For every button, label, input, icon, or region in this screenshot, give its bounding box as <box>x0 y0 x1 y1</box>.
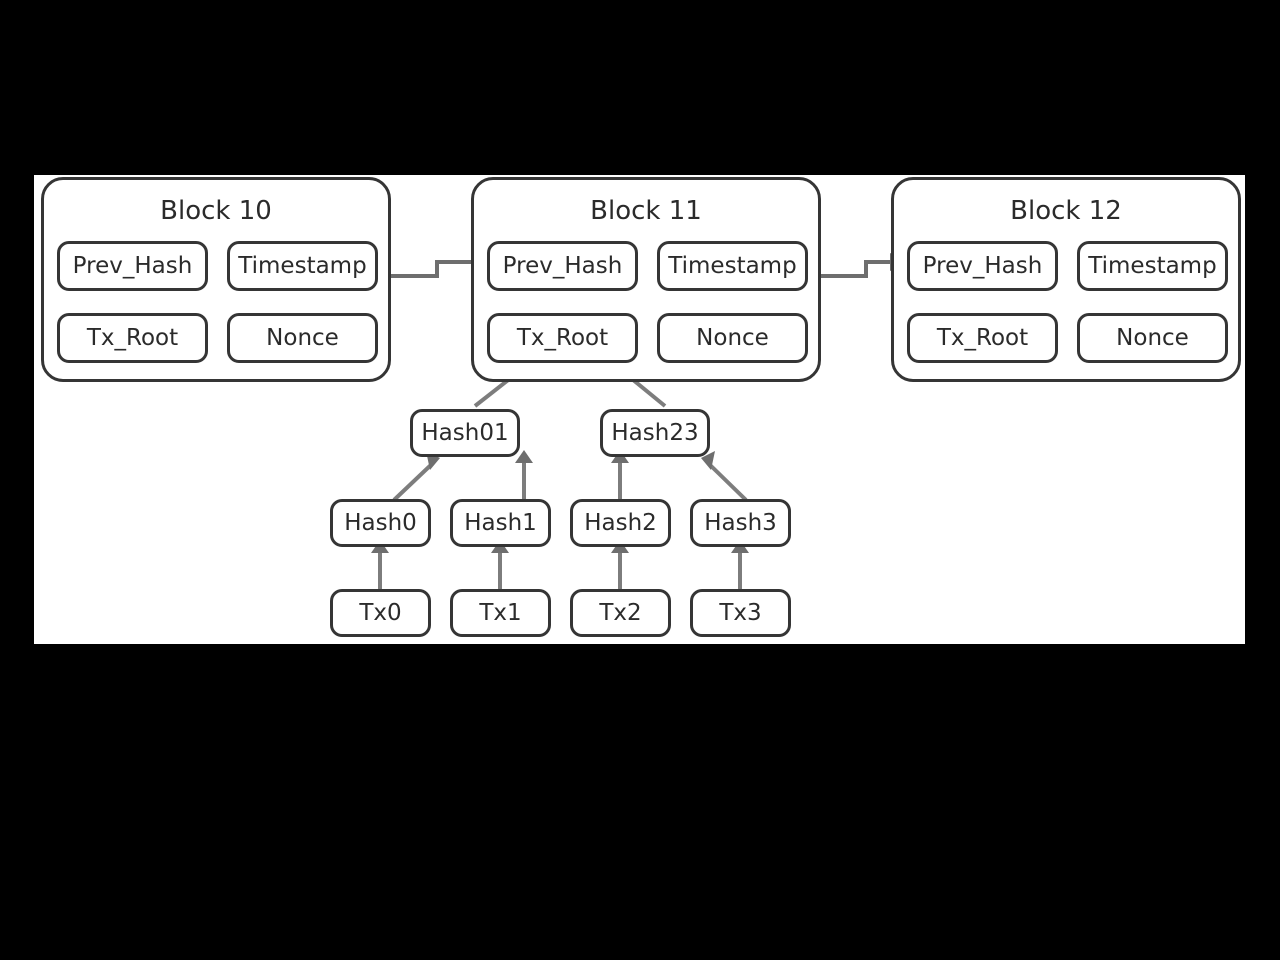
block-10[interactable]: Block 10 Prev_Hash Timestamp Tx_Root Non… <box>41 177 391 382</box>
block-10-title: Block 10 <box>160 196 272 226</box>
transaction-tx1[interactable]: Tx1 <box>450 589 551 637</box>
transaction-tx3[interactable]: Tx3 <box>690 589 791 637</box>
arrow-hash0-to-hash01 <box>392 451 440 502</box>
merkle-leaf-hash0[interactable]: Hash0 <box>330 499 431 547</box>
block-11-nonce-label: Nonce <box>696 325 769 351</box>
arrow-tx0-to-hash0 <box>371 540 389 590</box>
block-10-timestamp-label: Timestamp <box>238 253 367 279</box>
block-10-prev-hash-label: Prev_Hash <box>72 253 193 279</box>
block-11-field-prev-hash[interactable]: Prev_Hash <box>487 241 638 291</box>
block-11-timestamp-label: Timestamp <box>668 253 797 279</box>
block-11-prev-hash-label: Prev_Hash <box>502 253 623 279</box>
block-11-field-timestamp[interactable]: Timestamp <box>657 241 808 291</box>
merkle-leaf-hash0-label: Hash0 <box>344 510 417 536</box>
block-10-field-tx-root[interactable]: Tx_Root <box>57 313 208 363</box>
block-12-timestamp-label: Timestamp <box>1088 253 1217 279</box>
merkle-node-hash23[interactable]: Hash23 <box>600 409 710 457</box>
merkle-node-hash23-label: Hash23 <box>611 420 699 446</box>
arrow-hash2-to-hash23 <box>611 450 629 500</box>
transaction-tx2[interactable]: Tx2 <box>570 589 671 637</box>
merkle-leaf-hash3[interactable]: Hash3 <box>690 499 791 547</box>
block-10-field-timestamp[interactable]: Timestamp <box>227 241 378 291</box>
merkle-leaf-hash2-label: Hash2 <box>584 510 657 536</box>
block-12-nonce-label: Nonce <box>1116 325 1189 351</box>
block-11-title: Block 11 <box>590 196 702 226</box>
arrow-tx2-to-hash2 <box>611 540 629 590</box>
merkle-node-hash01-label: Hash01 <box>421 420 509 446</box>
arrow-hash3-to-hash23 <box>701 451 748 502</box>
transaction-tx3-label: Tx3 <box>719 600 762 626</box>
block-12-field-prev-hash[interactable]: Prev_Hash <box>907 241 1058 291</box>
block-10-tx-root-label: Tx_Root <box>86 325 179 351</box>
merkle-leaf-hash1[interactable]: Hash1 <box>450 499 551 547</box>
block-10-field-prev-hash[interactable]: Prev_Hash <box>57 241 208 291</box>
merkle-node-hash01[interactable]: Hash01 <box>410 409 520 457</box>
block-10-nonce-label: Nonce <box>266 325 339 351</box>
block-12-title: Block 12 <box>1010 196 1122 226</box>
transaction-tx1-label: Tx1 <box>479 600 522 626</box>
merkle-leaf-hash2[interactable]: Hash2 <box>570 499 671 547</box>
diagram-canvas: Block 10 Prev_Hash Timestamp Tx_Root Non… <box>34 175 1245 644</box>
block-12-tx-root-label: Tx_Root <box>936 325 1029 351</box>
block-12-field-tx-root[interactable]: Tx_Root <box>907 313 1058 363</box>
block-12-prev-hash-label: Prev_Hash <box>922 253 1043 279</box>
block-12-field-nonce[interactable]: Nonce <box>1077 313 1228 363</box>
block-12[interactable]: Block 12 Prev_Hash Timestamp Tx_Root Non… <box>891 177 1241 382</box>
merkle-leaf-hash1-label: Hash1 <box>464 510 537 536</box>
block-10-field-nonce[interactable]: Nonce <box>227 313 378 363</box>
block-12-field-timestamp[interactable]: Timestamp <box>1077 241 1228 291</box>
arrow-hash1-to-hash01 <box>515 450 533 500</box>
transaction-tx2-label: Tx2 <box>599 600 642 626</box>
transaction-tx0[interactable]: Tx0 <box>330 589 431 637</box>
block-11-tx-root-label: Tx_Root <box>516 325 609 351</box>
arrow-tx1-to-hash1 <box>491 540 509 590</box>
arrow-tx3-to-hash3 <box>731 540 749 590</box>
block-11[interactable]: Block 11 Prev_Hash Timestamp Tx_Root Non… <box>471 177 821 382</box>
transaction-tx0-label: Tx0 <box>359 600 402 626</box>
merkle-leaf-hash3-label: Hash3 <box>704 510 777 536</box>
block-11-field-nonce[interactable]: Nonce <box>657 313 808 363</box>
block-11-field-tx-root[interactable]: Tx_Root <box>487 313 638 363</box>
